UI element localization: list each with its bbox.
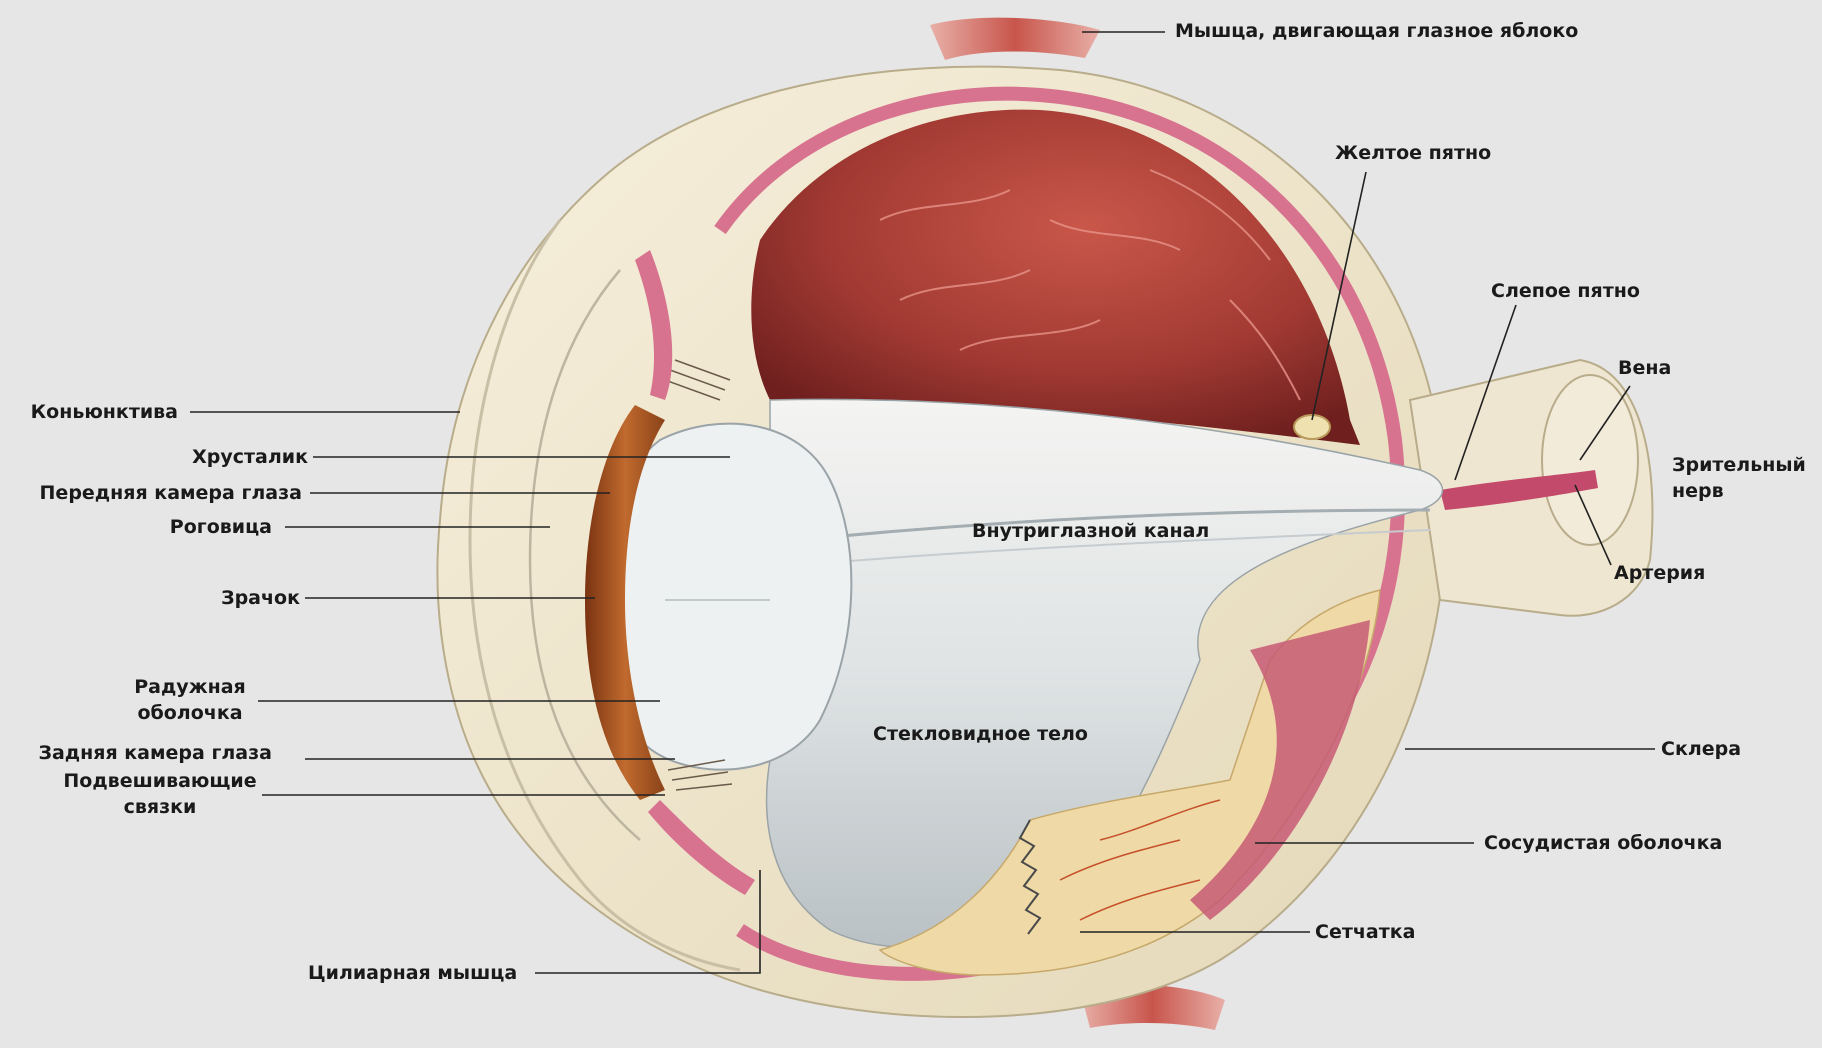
label-lens: Хрусталик bbox=[140, 444, 308, 470]
leader-macula bbox=[1312, 172, 1366, 420]
label-canal: Внутриглазной канал bbox=[972, 518, 1209, 544]
label-choroid: Сосудистая оболочка bbox=[1484, 830, 1722, 856]
leader-artery bbox=[1575, 485, 1611, 565]
label-macula: Желтое пятно bbox=[1335, 140, 1491, 166]
label-ciliary: Цилиарная мышца bbox=[308, 960, 517, 986]
label-conjunctiva: Коньюнктива bbox=[18, 399, 178, 425]
label-iris: Радужная оболочка bbox=[130, 674, 250, 726]
label-posterior-chamber: Задняя камера глаза bbox=[10, 740, 272, 766]
label-sclera: Склера bbox=[1661, 736, 1741, 762]
leader-blind-spot bbox=[1455, 305, 1516, 480]
leader-ciliary bbox=[535, 870, 760, 973]
label-vein: Вена bbox=[1618, 355, 1671, 381]
label-optic-nerve: Зрительный нерв bbox=[1672, 452, 1812, 504]
label-cornea: Роговица bbox=[120, 514, 272, 540]
label-pupil: Зрачок bbox=[150, 585, 300, 611]
leader-vein bbox=[1580, 386, 1630, 460]
label-anterior-chamber: Передняя камера глаза bbox=[10, 480, 302, 506]
label-vitreous: Стекловидное тело bbox=[873, 721, 1088, 747]
label-retina: Сетчатка bbox=[1315, 919, 1415, 945]
label-muscle: Мышца, двигающая глазное яблоко bbox=[1175, 18, 1578, 44]
label-zonules: Подвешивающие связки bbox=[60, 768, 260, 820]
label-artery: Артерия bbox=[1614, 560, 1705, 586]
label-blind-spot: Слепое пятно bbox=[1491, 278, 1640, 304]
